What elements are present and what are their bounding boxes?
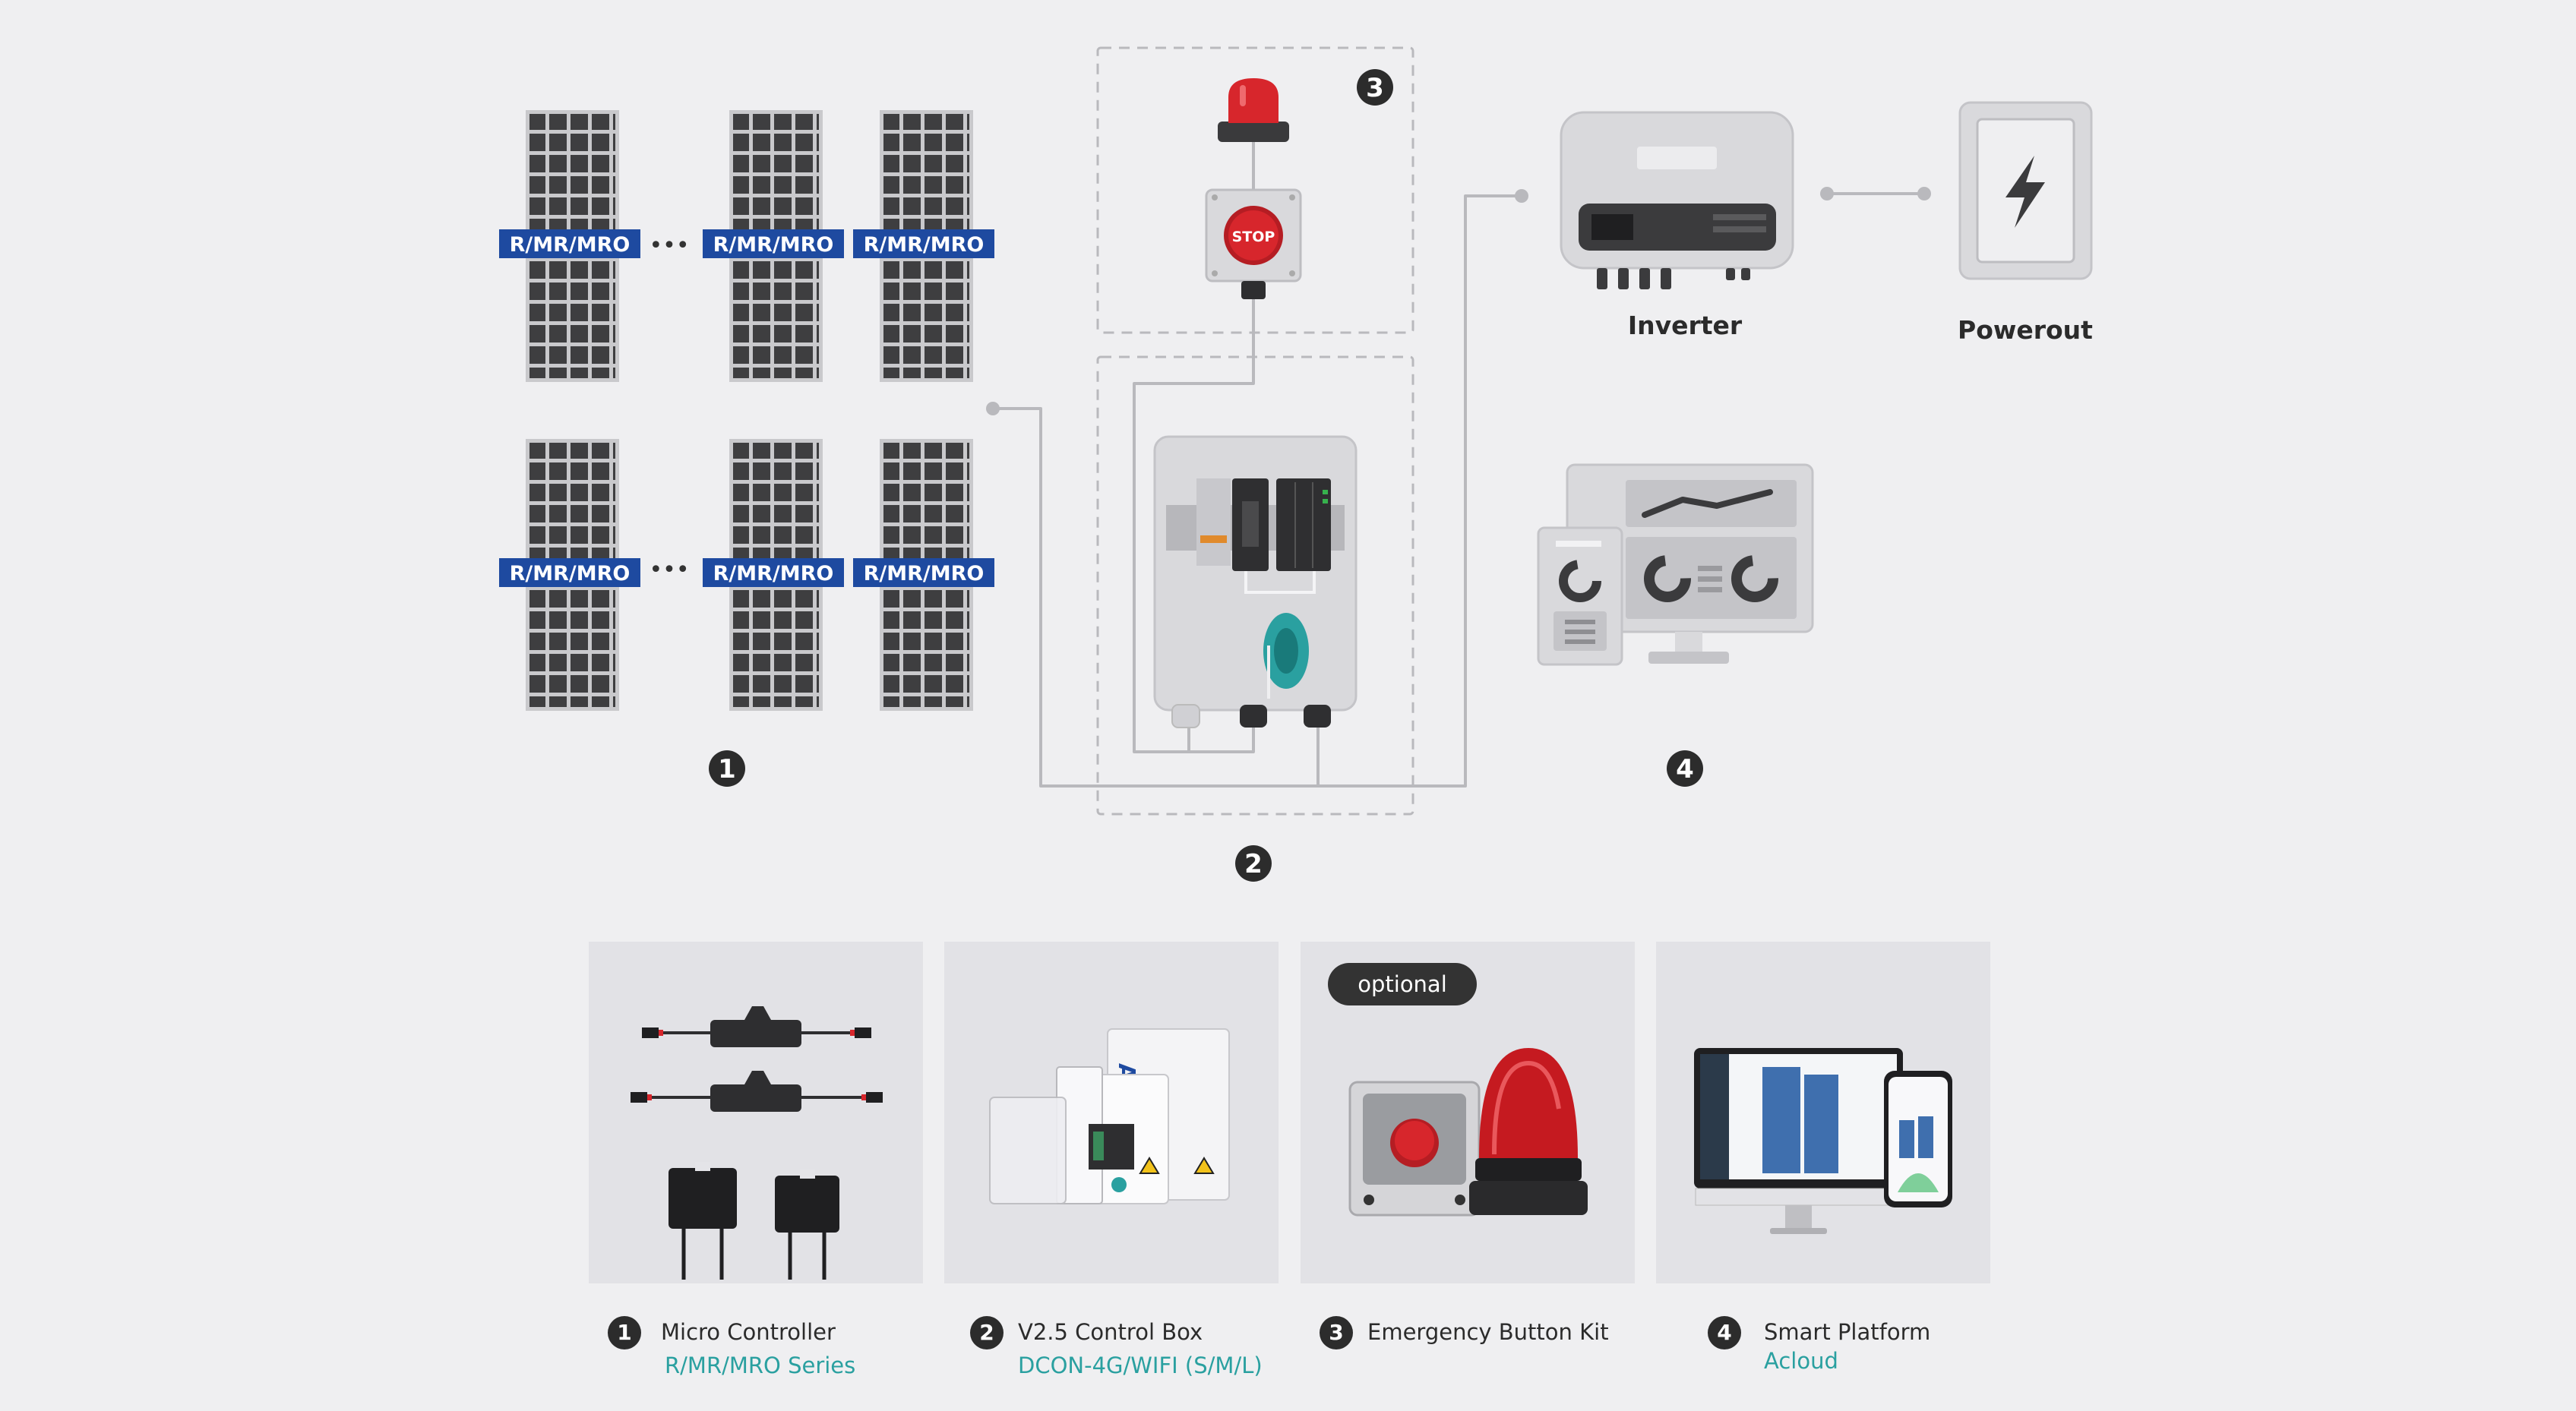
caption-badge-1: 1 [608,1316,641,1349]
product-card-micro-controller [589,942,923,1283]
svg-text:R/MR/MRO: R/MR/MRO [713,562,834,586]
badge-4: 4 [1667,750,1703,787]
svg-text:R/MR/MRO: R/MR/MRO [864,562,985,586]
panel-label: R/MR/MRO [703,229,844,258]
ellipsis-icon: ••• [649,232,689,259]
svg-text:R/MR/MRO: R/MR/MRO [510,233,631,257]
product-caption-1: 1 Micro Controller R/MR/MRO Series [608,1316,927,1386]
monitor-dashboard-icon [1537,463,1814,666]
micro-controller-image [631,1006,883,1280]
panel-labels: R/MR/MRO R/MR/MRO R/MR/MRO R/MR/MRO R/MR… [499,229,994,587]
panel-label: R/MR/MRO [499,229,640,258]
powerout-label: Powerout [1958,315,2093,345]
dashed-frames [1096,46,1414,816]
product-subtitle: DCON-4G/WIFI (S/M/L) [1018,1353,1263,1378]
product-title: Smart Platform [1764,1319,1931,1345]
alarm-light-icon [1218,78,1289,142]
product-title: Emergency Button Kit [1367,1319,1609,1345]
panel-label: R/MR/MRO [853,229,994,258]
product-subtitle: Acloud [1764,1348,1838,1374]
emergency-kit-image [1348,1048,1588,1217]
svg-text:STOP: STOP [1232,229,1275,245]
wire-endpoints [986,187,1931,415]
product-card-control-box: A [944,942,1279,1283]
svg-text:3: 3 [1366,73,1384,103]
svg-text:4: 4 [1676,754,1694,784]
ellipsis-icon: ••• [649,557,689,583]
control-box-image: A [989,1028,1230,1204]
product-caption-3: 3 Emergency Button Kit [1320,1316,1639,1386]
product-subtitle: R/MR/MRO Series [665,1353,856,1378]
inverter-icon [1560,111,1794,289]
caption-badge-4: 4 [1708,1316,1741,1349]
optional-tag: optional [1328,963,1477,1005]
control-box-icon [1153,435,1358,728]
product-caption-4: 4 Smart Platform Acloud [1708,1316,2027,1386]
power-outlet-icon [1958,101,2093,280]
stop-button-icon: STOP [1205,188,1302,299]
badge-1: 1 [709,750,745,787]
badge-3: 3 [1357,69,1393,106]
svg-text:R/MR/MRO: R/MR/MRO [864,233,985,257]
caption-badge-2: 2 [970,1316,1004,1349]
panel-label: R/MR/MRO [499,558,640,587]
product-caption-2: 2 V2.5 Control Box DCON-4G/WIFI (S/M/L) [970,1316,1289,1386]
product-card-smart-platform [1656,942,1990,1283]
product-title: Micro Controller [661,1319,836,1345]
svg-text:R/MR/MRO: R/MR/MRO [713,233,834,257]
badge-2: 2 [1235,845,1272,882]
product-title: V2.5 Control Box [1018,1319,1203,1345]
svg-text:2: 2 [1244,849,1263,879]
svg-text:1: 1 [718,754,736,784]
solar-panel-array [526,110,973,711]
panel-label: R/MR/MRO [853,558,994,587]
caption-badge-3: 3 [1320,1316,1353,1349]
panel-label: R/MR/MRO [703,558,844,587]
smart-platform-image [1694,1048,1952,1234]
svg-text:R/MR/MRO: R/MR/MRO [510,562,631,586]
inverter-label: Inverter [1628,311,1743,340]
